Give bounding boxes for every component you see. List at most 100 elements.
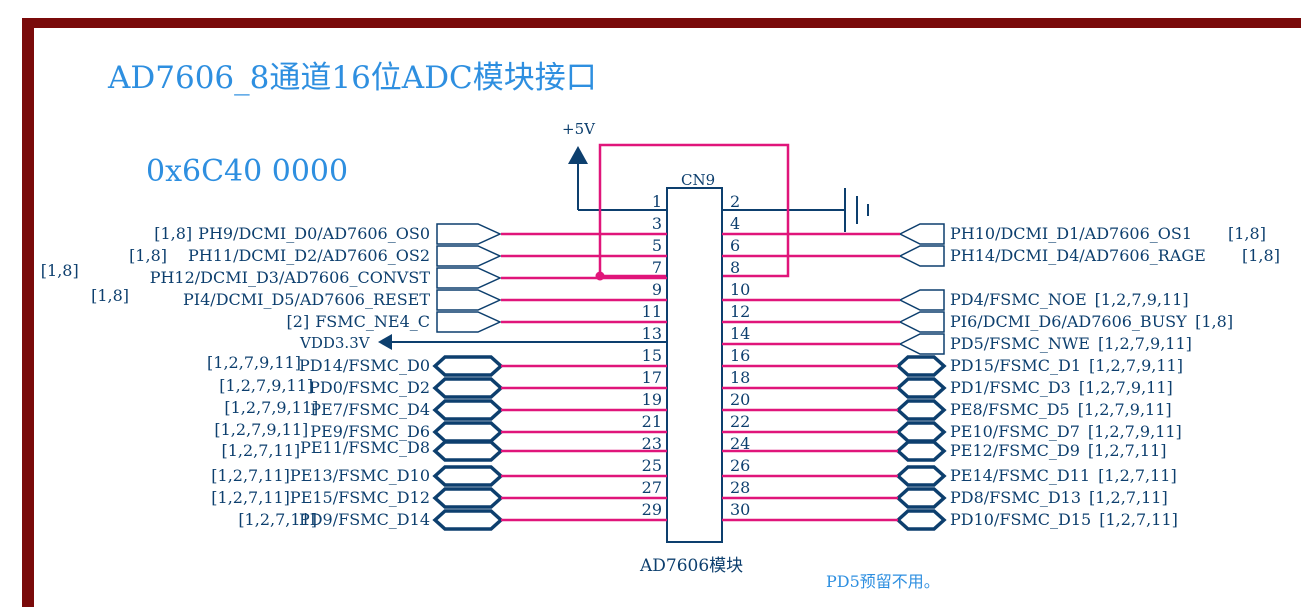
net-pin28: PD8/FSMC_D13[1,2,7,11] bbox=[722, 487, 1168, 509]
net-name: PH10/DCMI_D1/AD7606_OS1 bbox=[950, 224, 1192, 243]
net-pin30: PD10/FSMC_D15 [1,2,7,11] bbox=[722, 509, 1178, 531]
vdd-arrow-icon bbox=[378, 334, 392, 350]
net-name: PE11/FSMC_D8 bbox=[300, 438, 430, 457]
pin-number-15: 15 bbox=[642, 346, 662, 365]
bidir-port-icon bbox=[895, 509, 947, 531]
net-ref: [1,8] bbox=[1242, 246, 1280, 265]
net-ref: [2] bbox=[287, 312, 310, 331]
input-port-icon bbox=[436, 267, 502, 289]
net-name: PE7/FSMC_D4 bbox=[310, 400, 430, 419]
net-pin6: PH14/DCMI_D4/AD7606_RAGE [1,8] bbox=[722, 245, 1280, 267]
net-ref: [1,2,7,11] bbox=[1088, 441, 1167, 460]
design-note: PD5预留不用。 bbox=[826, 572, 940, 591]
net-pin21: PE9/FSMC_D6[1,2,7,9,11] bbox=[214, 420, 667, 443]
bidir-port-icon bbox=[432, 465, 504, 487]
net-ref: [1,2,7,9,11] bbox=[219, 376, 313, 395]
net-name: PE9/FSMC_D6 bbox=[310, 422, 430, 441]
bidir-port-icon bbox=[432, 355, 504, 377]
pin-number-27: 27 bbox=[642, 478, 662, 497]
pin-number-20: 20 bbox=[730, 390, 750, 409]
net-ref: [1,2,7,11] bbox=[211, 466, 290, 485]
net-name: PI6/DCMI_D6/AD7606_BUSY bbox=[950, 312, 1187, 331]
connector-ref: CN9 bbox=[681, 171, 715, 189]
net-ref: [1,2,7,9,11] bbox=[224, 398, 318, 417]
pin-number-8: 8 bbox=[730, 258, 740, 277]
net-pin23: PE11/FSMC_D8[1,2,7,11] bbox=[221, 438, 667, 462]
net-ref: [1,2,7,9,11] bbox=[1088, 422, 1182, 441]
net-name: PD0/FSMC_D2 bbox=[309, 378, 430, 397]
pin-number-30: 30 bbox=[730, 500, 750, 519]
net-pin4: PH10/DCMI_D1/AD7606_OS1[1,8] bbox=[722, 223, 1266, 245]
pin-number-17: 17 bbox=[642, 368, 662, 387]
net-ref: [1,2,7,9,11] bbox=[1098, 334, 1192, 353]
net-ref: [1,8] bbox=[129, 246, 167, 265]
power-arrow-icon bbox=[568, 146, 588, 164]
net-ref: [1,2,7,11] bbox=[238, 510, 317, 529]
net-name: PD5/FSMC_NWE bbox=[950, 334, 1090, 353]
net-pin25: PE13/FSMC_D10[1,2,7,11] bbox=[211, 465, 667, 487]
bidir-port-icon bbox=[432, 440, 504, 462]
net-name: PE12/FSMC_D9 bbox=[950, 441, 1080, 460]
pin-number-29: 29 bbox=[642, 500, 662, 519]
sheet-border-left bbox=[22, 18, 34, 607]
pin-number-16: 16 bbox=[730, 346, 750, 365]
net-ref: [1,2,7,9,11] bbox=[1089, 356, 1183, 375]
pin-number-25: 25 bbox=[642, 456, 662, 475]
net-ref: [1,2,7,9,11] bbox=[1095, 290, 1189, 309]
pin-number-9: 9 bbox=[652, 280, 662, 299]
pin-number-1: 1 bbox=[652, 192, 662, 211]
module-label: AD7606模块 bbox=[639, 556, 743, 576]
net-name: PH12/DCMI_D3/AD7606_CONVST bbox=[150, 268, 431, 287]
base-address: 0x6C40 0000 bbox=[146, 154, 348, 189]
connector-pins: 1357911131517192123252729246810121416182… bbox=[642, 192, 751, 519]
pin7-pin8-loop-wire bbox=[598, 143, 790, 278]
net-pin7: PH12/DCMI_D3/AD7606_CONVST [1,8] bbox=[41, 261, 667, 289]
net-name: PH9/DCMI_D0/AD7606_OS0 bbox=[198, 224, 430, 243]
net-pin17: PD0/FSMC_D2[1,2,7,9,11] bbox=[219, 376, 667, 399]
net-name: PI4/DCMI_D5/AD7606_RESET bbox=[183, 290, 430, 309]
sheet-title: AD7606_8通道16位ADC模块接口 bbox=[107, 60, 597, 96]
pin-number-14: 14 bbox=[730, 324, 750, 343]
net-name: PD15/FSMC_D1 bbox=[950, 356, 1081, 375]
net-name: PH14/DCMI_D4/AD7606_RAGE bbox=[950, 246, 1206, 265]
net-name: PD10/FSMC_D15 bbox=[950, 510, 1091, 529]
net-ref: [1,2,7,9,11] bbox=[1078, 400, 1172, 419]
net-name: PD14/FSMC_D0 bbox=[299, 356, 430, 375]
pin-number-4: 4 bbox=[730, 214, 740, 233]
net-ref: [1,8] bbox=[91, 286, 129, 305]
net-name: PE13/FSMC_D10 bbox=[290, 466, 430, 485]
bidir-port-icon bbox=[432, 399, 504, 421]
pin-number-12: 12 bbox=[730, 302, 750, 321]
pin-number-11: 11 bbox=[642, 302, 662, 321]
bidir-port-icon bbox=[432, 509, 504, 531]
net-ref: [1,8] bbox=[154, 224, 192, 243]
net-ref: [1,2,7,9,11] bbox=[1079, 378, 1173, 397]
bidir-port-icon bbox=[895, 355, 947, 377]
net-name: PE8/FSMC_D5 bbox=[950, 400, 1070, 419]
output-port-icon bbox=[898, 245, 945, 267]
output-port-icon bbox=[898, 311, 945, 333]
net-pin19: PE7/FSMC_D4[1,2,7,9,11] bbox=[224, 398, 667, 421]
net-pin9: PI4/DCMI_D5/AD7606_RESET [1,8] bbox=[91, 286, 667, 311]
net-name: PE14/FSMC_D11 bbox=[950, 466, 1090, 485]
pin-number-24: 24 bbox=[730, 434, 750, 453]
output-port-icon bbox=[898, 333, 945, 355]
pin-number-5: 5 bbox=[652, 236, 662, 255]
net-pin10: PD4/FSMC_NOE[1,2,7,9,11] bbox=[722, 289, 1189, 311]
bidir-port-icon bbox=[895, 487, 947, 509]
pin-number-13: 13 bbox=[642, 324, 662, 343]
output-port-icon bbox=[898, 289, 945, 311]
net-pin11: FSMC_NE4_C[2] bbox=[287, 311, 667, 333]
net-pin12: PI6/DCMI_D6/AD7606_BUSY [1,8] bbox=[722, 311, 1233, 333]
net-ref: [1,8] bbox=[41, 261, 79, 280]
input-port-icon bbox=[436, 245, 502, 267]
net-ref: [1,2,7,11] bbox=[1099, 510, 1178, 529]
net-name: PD9/FSMC_D14 bbox=[299, 510, 430, 529]
pin-number-3: 3 bbox=[652, 214, 662, 233]
net-ref: [1,8] bbox=[1195, 312, 1233, 331]
pin-number-10: 10 bbox=[730, 280, 750, 299]
net-pin20: PE8/FSMC_D5 [1,2,7,9,11] bbox=[722, 399, 1172, 421]
bidir-port-icon bbox=[895, 377, 947, 399]
